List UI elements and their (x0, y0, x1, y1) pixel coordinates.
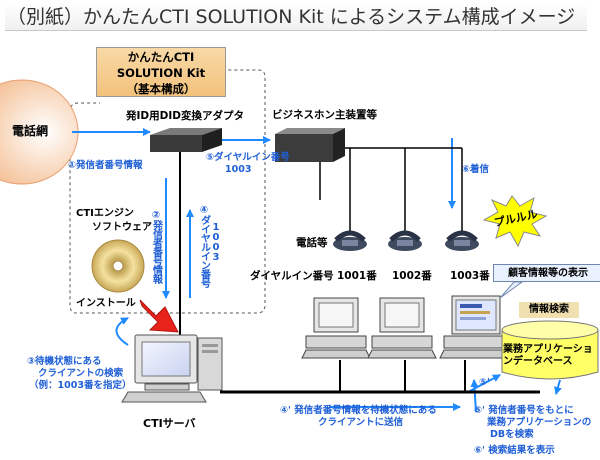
ring-burst (482, 195, 548, 248)
ext-1002-label: 1002番 (392, 270, 432, 282)
phone-1003 (445, 230, 479, 251)
kit-line-2: SOLUTION Kit (116, 66, 206, 80)
client-pc-1002 (367, 297, 437, 359)
arrow-step5-prime-b (554, 379, 562, 395)
step4-label: ④ダイヤルイン番号 (198, 205, 210, 287)
cti-engine-label-2: ソフトウェア (92, 222, 152, 233)
step5-label-1: ⑤ダイヤルイン番号 (206, 152, 290, 163)
arrow-step6-prime (470, 379, 479, 413)
step6p-label: ⑥' 検索結果を表示 (474, 445, 555, 456)
cti-server-label: CTIサーバ (143, 417, 196, 430)
client-pc-1003 (439, 295, 511, 359)
kit-line-1: かんたんCTI (127, 50, 195, 64)
phone-1001 (333, 230, 367, 251)
phone-1002 (388, 230, 422, 251)
step3-label-3: （例：1003番を指定） (29, 380, 132, 391)
install-arrow (139, 299, 179, 333)
install-label: インストール (76, 298, 136, 309)
step4p-label-2: クライアントに送信 (318, 417, 404, 428)
step5p-small-label: ⑤' (479, 377, 490, 388)
step3-label-1: ③待機状態にある (27, 356, 102, 367)
customer-info-callout: 顧客情報等の表示 (493, 264, 600, 282)
step1-label: ①発信者番号情報 (68, 160, 143, 171)
cti-engine-label-1: CTIエンジン (76, 208, 134, 219)
ext-1003-label: 1003番 (450, 270, 490, 282)
did-adapter-device (150, 128, 222, 152)
database-label: 業務アプリケーションデータベース (503, 344, 593, 367)
step5p-label-2: 業務アプリケーションの (487, 417, 592, 428)
business-database (501, 320, 599, 380)
phones-label: 電話等 (296, 237, 328, 249)
step6-label: ⑥着信 (462, 164, 490, 175)
page-title: （別紙）かんたんCTI SOLUTION Kit によるシステム構成イメージ (5, 3, 587, 31)
info-search-label: 情報検索 (519, 302, 579, 318)
phone-network-label: 電話網 (12, 124, 49, 138)
kit-line-3: （基本構成） (126, 82, 196, 96)
cti-server-computer (121, 334, 223, 403)
dial-in-label: ダイヤルイン番号 (250, 270, 334, 282)
ext-1001-label: 1001番 (337, 270, 377, 282)
pbx-device (275, 128, 345, 162)
step4-number: 1003 (210, 222, 222, 262)
step3-label-2: クライアントの検索 (38, 368, 124, 379)
step5p-label-1: ⑤' 発信者番号をもとに (474, 405, 574, 416)
step4p-label-1: ④' 発信者番号情報を待機状態にある (280, 405, 437, 416)
step5-label-2: 1003 (225, 164, 252, 175)
kit-label-box: かんたんCTI SOLUTION Kit （基本構成） (96, 47, 226, 97)
arrow-step3 (115, 317, 129, 346)
pbx-label: ビジネスホン主装置等 (272, 109, 377, 121)
client-pc-1001 (301, 297, 371, 359)
did-adapter-label: 発ID用DID変換アダプタ (126, 110, 244, 122)
arrow-step5-prime-a (467, 374, 501, 393)
step5p-label-3: DBを検索 (490, 429, 534, 440)
step2-label: ②発信者番号情報 (150, 210, 162, 283)
